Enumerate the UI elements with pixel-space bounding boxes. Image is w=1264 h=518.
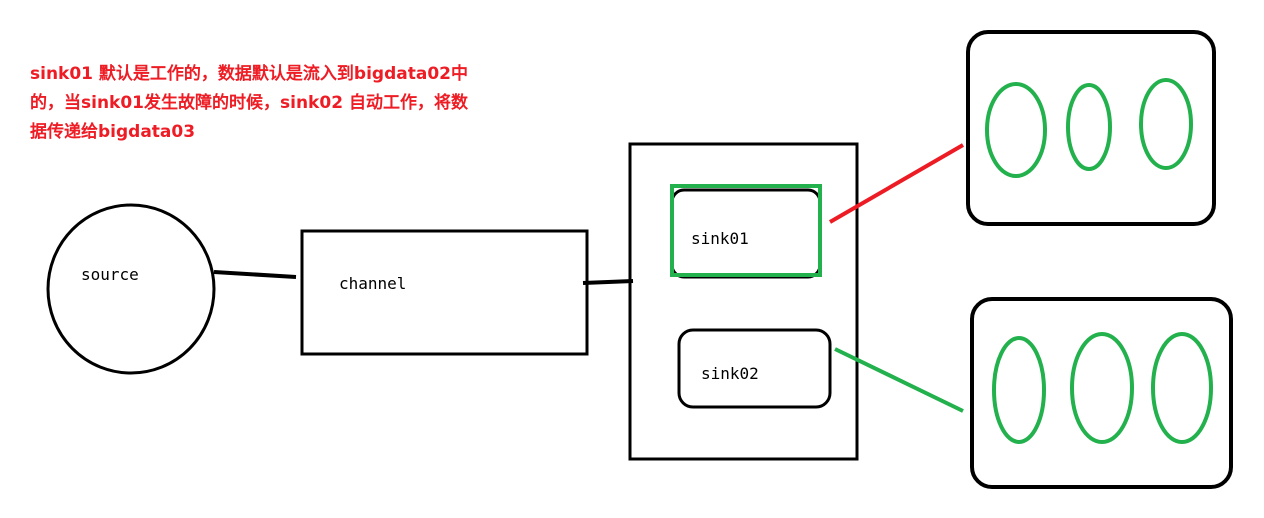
bigdata02-process-2 xyxy=(1066,83,1112,171)
sink01-label: sink01 xyxy=(691,229,749,248)
bigdata03-process-3 xyxy=(1151,332,1213,444)
channel-node xyxy=(300,229,589,356)
source-label: source xyxy=(81,265,139,284)
channel-label: channel xyxy=(339,274,407,293)
bigdata02-host-box xyxy=(966,30,1216,226)
bigdata02-process-3 xyxy=(1139,78,1193,170)
sink01-active-highlight xyxy=(670,184,822,277)
sink02-bigdata03-link xyxy=(834,347,964,413)
bigdata03-process-1 xyxy=(992,336,1046,444)
bigdata03-host-box xyxy=(970,297,1233,489)
bigdata03-process-2 xyxy=(1070,332,1134,444)
sink02-node xyxy=(677,328,832,409)
source-node xyxy=(46,203,216,375)
sink01-bigdata02-link xyxy=(828,143,965,224)
channel-sinkgroup-connector xyxy=(582,279,634,285)
failover-description-note: sink01 默认是工作的，数据默认是流入到bigdata02中 的，当sink… xyxy=(30,64,468,142)
sink-group-box xyxy=(628,142,859,461)
sink02-label: sink02 xyxy=(701,364,759,383)
source-channel-connector xyxy=(213,270,297,279)
bigdata02-process-1 xyxy=(985,82,1047,178)
